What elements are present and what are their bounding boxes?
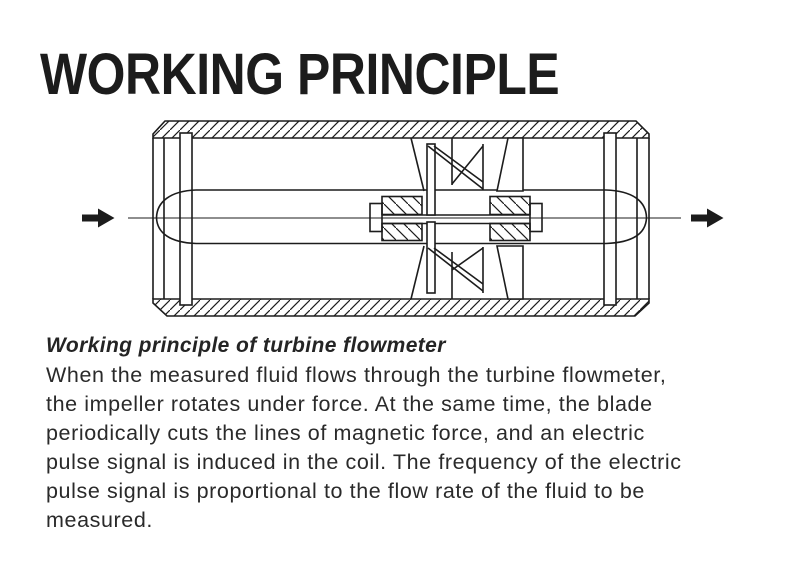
body-line: pulse signal is proportional to the flow… — [46, 479, 645, 503]
pipe-wall-top — [152, 120, 650, 139]
body-line: periodically cuts the lines of magnetic … — [46, 421, 645, 445]
bearing-block-left-top — [381, 195, 423, 216]
support-strut-left — [179, 132, 193, 306]
flowmeter-body — [128, 120, 681, 317]
body-line: pulse signal is induced in the coil. The… — [46, 450, 682, 474]
shaft-lines — [382, 214, 530, 225]
page-title: WORKING PRINCIPLE — [40, 42, 560, 107]
center-body-lines — [196, 189, 606, 245]
impeller-blades-bottom — [410, 221, 524, 300]
pipe-wall-bottom — [152, 298, 650, 317]
body-line: the impeller rotates under force. At the… — [46, 392, 653, 416]
bearing-block-right-top — [489, 195, 531, 216]
bearing-block-left-bottom — [381, 222, 423, 242]
bearing-block-right-bottom — [489, 222, 531, 242]
body-text: When the measured fluid flows through th… — [46, 361, 682, 535]
figure-caption: Working principle of turbine flowmeter — [46, 334, 446, 357]
body-line: When the measured fluid flows through th… — [46, 363, 667, 387]
impeller-blades-top — [410, 137, 524, 216]
outlet-flow-arrow-icon — [691, 208, 724, 228]
support-strut-right — [603, 132, 617, 306]
body-line: measured. — [46, 508, 153, 532]
inlet-flow-arrow-icon — [82, 208, 115, 228]
